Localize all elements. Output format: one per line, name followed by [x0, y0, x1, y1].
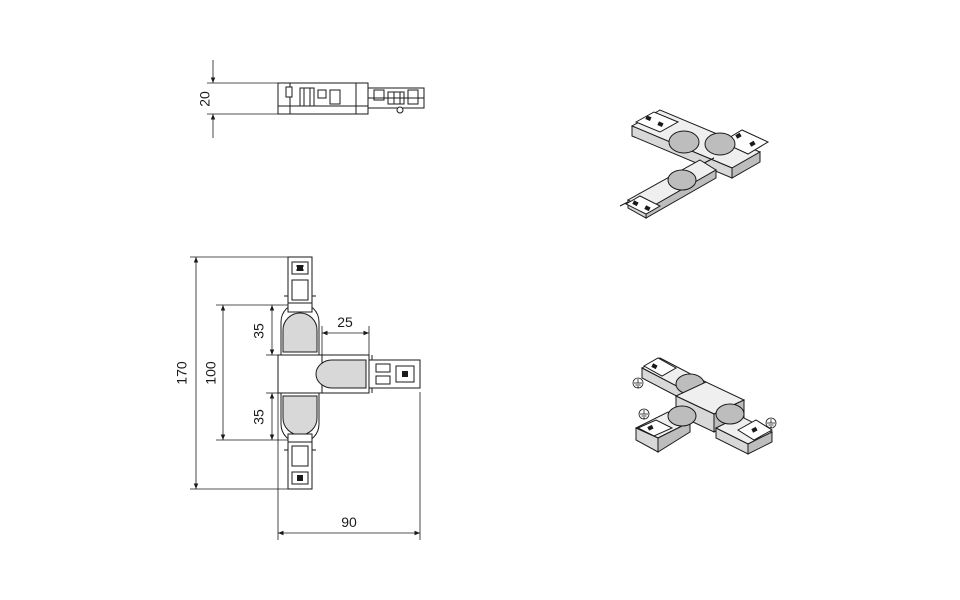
- side-view: 20: [197, 60, 425, 138]
- earth-symbol-icon: [765, 417, 777, 429]
- dim-side-height: 20: [197, 91, 213, 107]
- top-view: 170 100 35 35 25 90: [174, 256, 421, 540]
- dim-overall-height: 170: [174, 361, 190, 385]
- dim-upper-arm: 35: [251, 323, 267, 339]
- isometric-view-top: [619, 109, 770, 219]
- dim-overall-width: 90: [341, 514, 357, 530]
- earth-symbol-icon: [638, 408, 650, 420]
- dim-inner-height: 100: [203, 361, 219, 385]
- earth-symbol-icon: [632, 377, 644, 389]
- dim-branch-offset: 25: [337, 314, 353, 330]
- isometric-view-bottom: [632, 357, 777, 455]
- dim-lower-arm: 35: [251, 409, 267, 425]
